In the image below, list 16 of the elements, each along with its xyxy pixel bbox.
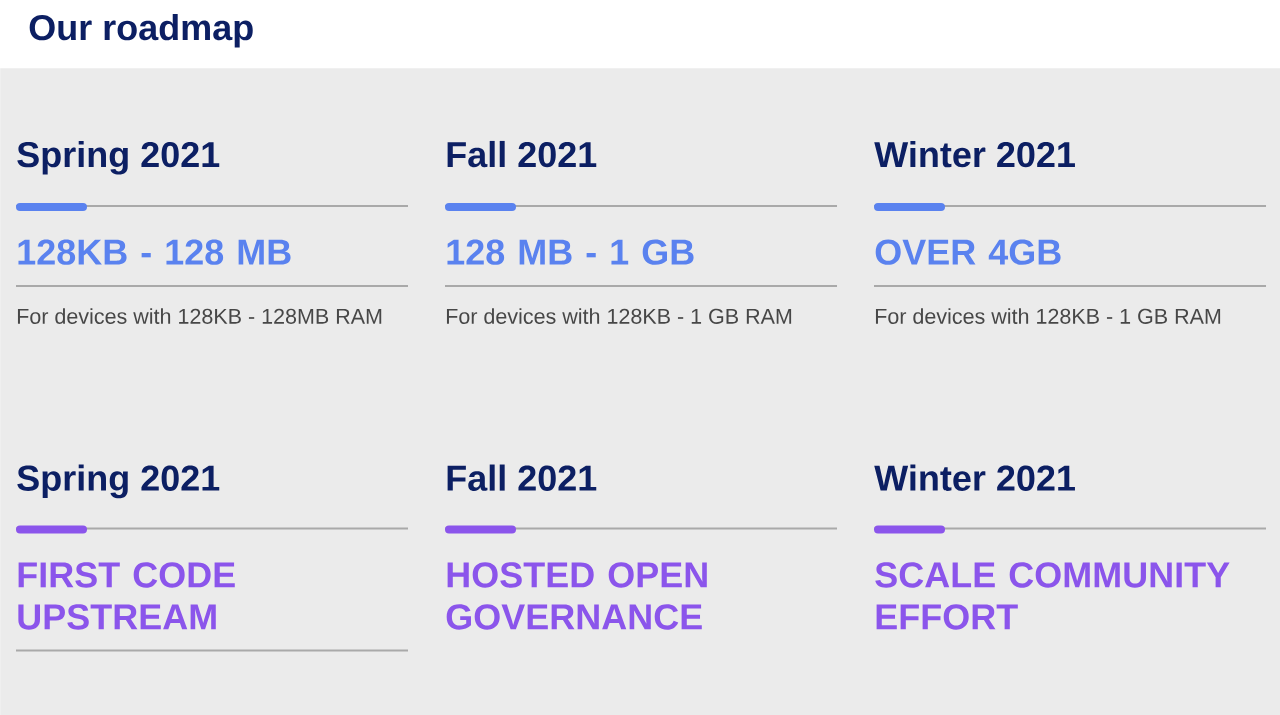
description: For devices with 128KB - 128MB RAM <box>17 308 382 324</box>
heading: Spring 2021 <box>17 140 220 175</box>
subheading: SCALE COMMUNITY EFFORT <box>875 562 1230 630</box>
subheading: HOSTED OPEN GOVERNANCE <box>446 562 707 630</box>
description: For devices with 128KB - 1 GB RAM <box>446 308 792 324</box>
heading: Winter 2021 <box>874 464 1075 491</box>
subheading: FIRST CODE UPSTREAM <box>18 562 235 630</box>
description: For devices with 128KB - 1 GB RAM <box>875 308 1221 324</box>
title: Our roadmap <box>29 13 253 48</box>
heading: Spring 2021 <box>17 464 220 499</box>
heading: Winter 2021 <box>874 140 1075 168</box>
heading: Fall 2021 <box>447 140 597 168</box>
subheading: OVER 4GB <box>875 239 1061 265</box>
subheading: 128 MB - 1 GB <box>447 239 694 265</box>
heading: Fall 2021 <box>447 464 597 491</box>
subheading: 128KB - 128 MB <box>18 239 291 265</box>
